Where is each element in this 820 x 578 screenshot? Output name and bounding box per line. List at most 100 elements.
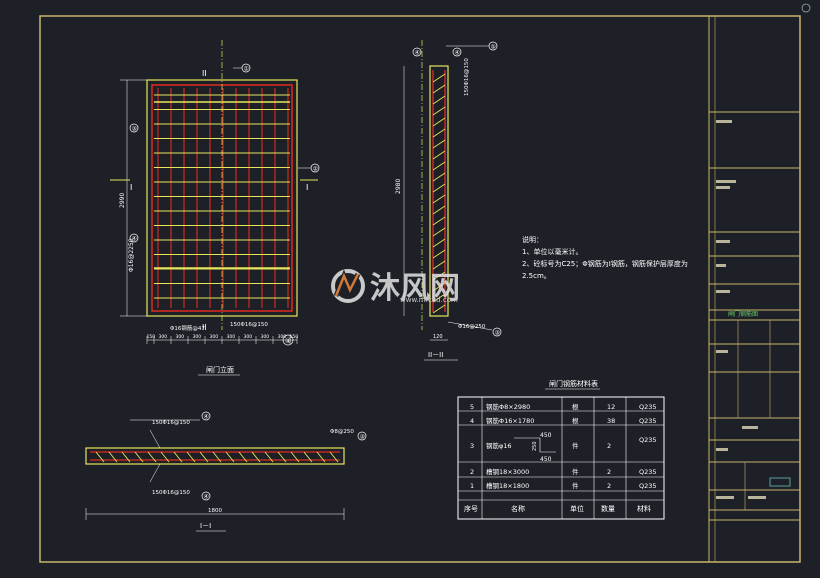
elevation-spacing-note: Φ16@2250 bbox=[128, 238, 135, 272]
elevation-view: 2990 Φ16@2250 I I II II ① ② ③ ④ ④ Φ16钢筋@… bbox=[110, 40, 320, 376]
table-row: 5 钢筋Φ8×2980 根 12 Q235 bbox=[470, 402, 657, 411]
table-cell-name: 钢筋Φ8×2980 bbox=[486, 402, 530, 411]
dim-label: 300 bbox=[159, 334, 168, 340]
table-cell-no: 1 bbox=[470, 482, 474, 490]
table-cell-name: 钢筋Φ16×1780 bbox=[486, 416, 534, 425]
elevation-height-dim: 2990 bbox=[119, 193, 126, 208]
section-2-2-callout-5-label: ⑤ bbox=[491, 44, 496, 51]
section-1-1-view: 150Φ16@150 150Φ16@150 Φ8@250 ④ ③ ④ 1800 … bbox=[85, 411, 367, 532]
section-2-2-top-note: 150Φ16@150 bbox=[464, 58, 470, 96]
section-1-1-callout-3-icon bbox=[357, 431, 367, 441]
tie-bar bbox=[238, 451, 248, 463]
section-1-1-bottom-note: 150Φ16@150 bbox=[152, 490, 190, 496]
section-2-2-title: II－II bbox=[428, 351, 443, 359]
corner-mark-icon bbox=[801, 3, 811, 13]
elevation-section-II-bottom: II bbox=[202, 323, 207, 332]
section-1-1-total-dim: 1800 bbox=[208, 508, 222, 514]
tie-bar bbox=[432, 304, 446, 314]
table-cell-name: 钢筋φ16 bbox=[486, 441, 512, 450]
material-table: 闸门钢筋材料表 序号 名称 单位 数量 材料 5 钢筋Φ8×2980 根 12 … bbox=[457, 379, 665, 520]
title-block: 闸门钢筋图 bbox=[708, 16, 800, 562]
watermark-brand: 沐风网 bbox=[370, 271, 460, 306]
section-1-1-title: I－I bbox=[200, 522, 211, 530]
section-1-1-right-note: Φ8@250 bbox=[330, 429, 354, 435]
section-1-1-callout-4b-icon bbox=[201, 491, 211, 501]
elevation-vertical-bars bbox=[157, 88, 289, 308]
dim-label: 300 bbox=[176, 334, 185, 340]
tie-bar bbox=[432, 183, 446, 193]
table-row: 3 钢筋φ16 450 250 450 件 2 Q235 bbox=[470, 432, 657, 463]
tie-bar bbox=[95, 451, 105, 463]
tie-bar bbox=[173, 451, 183, 463]
table-dim-a: 450 bbox=[540, 432, 552, 439]
elevation-bottom-note-left: Φ16钢筋@47 bbox=[170, 324, 205, 332]
tie-bar bbox=[147, 451, 157, 463]
section-1-1-outline bbox=[85, 447, 345, 465]
callout-3-icon bbox=[129, 123, 139, 133]
tie-bar bbox=[432, 216, 446, 226]
tie-bar bbox=[277, 451, 287, 463]
tie-bar bbox=[432, 293, 446, 303]
callout-1-label: ① bbox=[244, 66, 249, 73]
tie-bar bbox=[186, 451, 196, 463]
tie-bar bbox=[432, 84, 446, 94]
tie-bar bbox=[212, 451, 222, 463]
table-cell-unit: 件 bbox=[572, 441, 579, 450]
dim-label: 300 bbox=[244, 334, 253, 340]
callout-4a-label: ④ bbox=[132, 236, 137, 243]
section-1-1-callout-4a-label: ④ bbox=[204, 414, 209, 421]
table-cell-mat: Q235 bbox=[639, 403, 657, 411]
tie-bar bbox=[264, 451, 274, 463]
table-dim-b: 250 bbox=[532, 441, 538, 451]
table-header-no: 序号 bbox=[464, 504, 478, 513]
table-cell-qty: 2 bbox=[607, 468, 611, 476]
section-2-2-height-dim: 2980 bbox=[395, 179, 402, 194]
section-2-2-callout-4-icon bbox=[412, 47, 422, 57]
sheet-border bbox=[39, 15, 801, 563]
title-block-drawing-name: 闸门钢筋图 bbox=[728, 310, 758, 318]
elevation-bottom-note-right: 150Φ16@150 bbox=[230, 322, 268, 328]
dim-label: 300 bbox=[210, 334, 219, 340]
section-2-2-view: 2980 150Φ16@150 ④ ④ ⑤ ③ Φ16@250 120 II－I… bbox=[395, 40, 502, 361]
section-2-2-outline bbox=[429, 65, 449, 317]
table-header-name: 名称 bbox=[511, 504, 525, 513]
tie-bar bbox=[432, 227, 446, 237]
notes-block: 说明： 1、单位以毫米计。 2、砼标号为C25；Φ钢筋为Ⅰ钢筋，钢筋保护层厚度为… bbox=[522, 235, 688, 280]
table-cell-unit: 根 bbox=[572, 416, 579, 425]
tie-bar bbox=[432, 194, 446, 204]
notes-heading: 说明： bbox=[522, 235, 543, 244]
tie-bar bbox=[316, 451, 326, 463]
table-cell-no: 2 bbox=[470, 468, 474, 476]
section-1-1-callout-4b-label: ④ bbox=[204, 494, 209, 501]
elevation-section-I-right: I bbox=[306, 183, 308, 192]
tie-bar bbox=[432, 271, 446, 281]
tie-bar bbox=[329, 451, 339, 463]
section-2-2-ties bbox=[432, 73, 446, 314]
section-2-2-bottom-note: Φ16@250 bbox=[458, 324, 486, 330]
table-row: 2 槽钢18×3000 件 2 Q235 bbox=[470, 467, 657, 476]
tie-bar bbox=[432, 238, 446, 248]
tie-bar bbox=[432, 260, 446, 270]
table-dim-c: 450 bbox=[540, 456, 552, 463]
notes-line-2: 2、砼标号为C25；Φ钢筋为Ⅰ钢筋，钢筋保护层厚度为 bbox=[522, 259, 688, 268]
notes-line-3: 2.5cm。 bbox=[522, 272, 551, 280]
section-1-1-ties bbox=[95, 451, 339, 463]
tie-bar bbox=[432, 161, 446, 171]
table-grid bbox=[458, 397, 664, 519]
tie-bar bbox=[303, 451, 313, 463]
tie-bar bbox=[432, 249, 446, 259]
watermark-url: www.mfcad.com bbox=[400, 296, 458, 304]
elevation-section-I-left: I bbox=[130, 183, 132, 192]
tie-bar bbox=[432, 73, 446, 83]
tie-bar bbox=[432, 139, 446, 149]
watermark-logo-icon bbox=[331, 269, 365, 303]
section-1-1-callout-4a-icon bbox=[201, 411, 211, 421]
notes-line-1: 1、单位以毫米计。 bbox=[522, 247, 582, 256]
elevation-title: 闸门立面 bbox=[206, 365, 234, 374]
table-cell-mat: Q235 bbox=[639, 482, 657, 490]
callout-2-label: ② bbox=[313, 166, 319, 173]
table-header-mat: 材料 bbox=[637, 504, 651, 513]
table-cell-mat: Q235 bbox=[639, 417, 657, 425]
